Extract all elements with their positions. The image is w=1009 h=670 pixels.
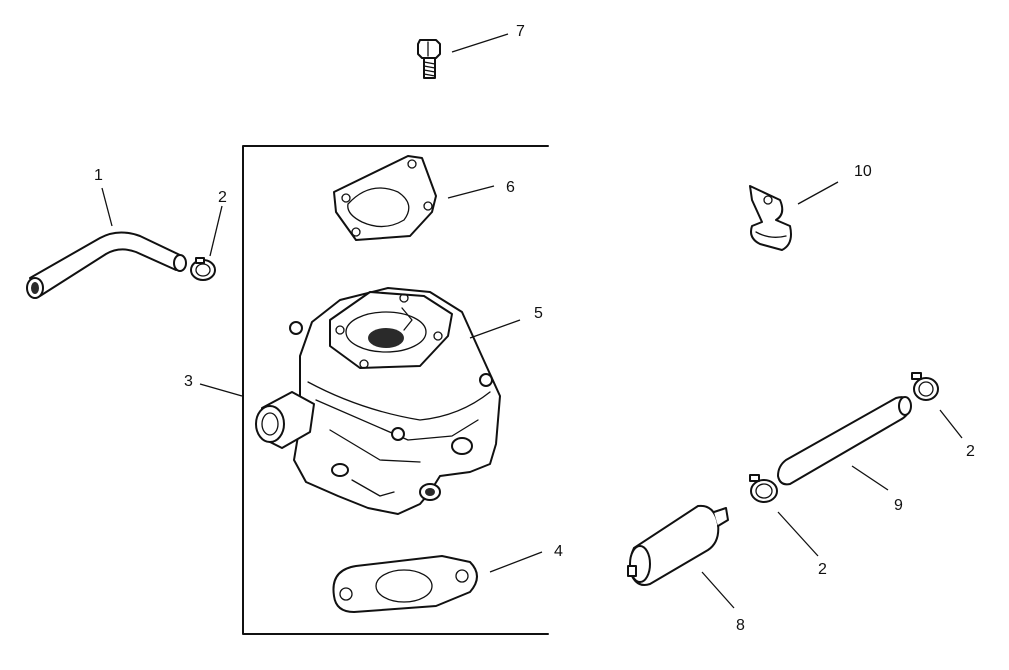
bolt-part bbox=[417, 39, 441, 79]
assembly-bracket bbox=[242, 145, 549, 635]
callout-6: 6 bbox=[506, 179, 515, 196]
callout-5: 5 bbox=[534, 305, 543, 322]
callout-labels: 1 2 3 4 5 6 7 8 9 10 2 2 bbox=[94, 23, 975, 634]
clamp-part-left bbox=[190, 257, 216, 281]
carburetor-body-part bbox=[289, 287, 501, 515]
callout-7: 7 bbox=[516, 23, 525, 40]
straight-hose-part bbox=[777, 396, 912, 486]
callout-2-right: 2 bbox=[966, 443, 975, 460]
clamp-part-mid bbox=[749, 474, 778, 503]
callout-10: 10 bbox=[854, 163, 872, 180]
upper-gasket-part bbox=[333, 155, 437, 241]
hose-part bbox=[26, 231, 187, 299]
lower-gasket-part bbox=[332, 555, 478, 613]
clip-part bbox=[749, 185, 792, 251]
callout-1: 1 bbox=[94, 167, 103, 184]
clamp-part-right bbox=[911, 372, 939, 401]
fuel-filter-part bbox=[627, 504, 729, 586]
callout-9: 9 bbox=[894, 497, 903, 514]
callout-8: 8 bbox=[736, 617, 745, 634]
leader-lines bbox=[101, 33, 963, 609]
solenoid-part bbox=[255, 391, 315, 449]
callout-3: 3 bbox=[184, 373, 193, 390]
callout-4: 4 bbox=[554, 543, 563, 560]
callout-2-mid: 2 bbox=[818, 561, 827, 578]
callout-2-left: 2 bbox=[218, 189, 227, 206]
